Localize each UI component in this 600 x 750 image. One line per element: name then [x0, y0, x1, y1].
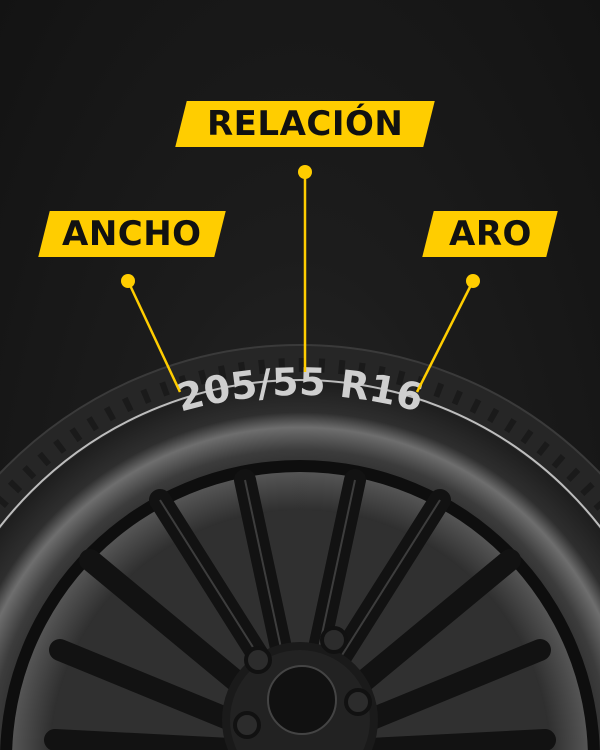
label-ancho: ANCHO [38, 211, 226, 257]
sidewall-line [0, 379, 600, 529]
label-relacion: RELACIÓN [175, 101, 435, 147]
callout-dot-aro [466, 274, 480, 288]
callout-lines [126, 172, 475, 393]
label-aro-text: ARO [448, 214, 532, 254]
label-relacion-text: RELACIÓN [206, 104, 404, 144]
label-aro: ARO [422, 211, 558, 257]
callout-dot-relacion [298, 165, 312, 179]
wheel-hub [222, 626, 378, 750]
label-ancho-text: ANCHO [62, 214, 202, 254]
callout-dot-ancho [121, 274, 135, 288]
callout-line-ancho [126, 280, 182, 393]
callout-line-aro [415, 280, 475, 393]
